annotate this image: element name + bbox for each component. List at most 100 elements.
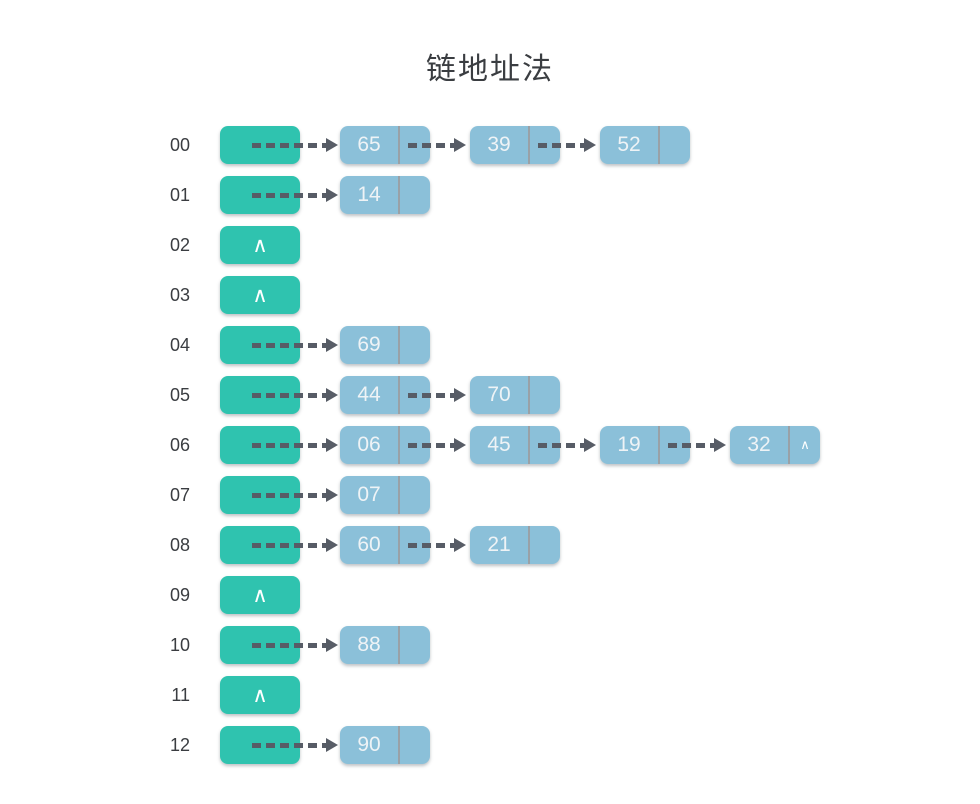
- node-value: 21: [487, 533, 511, 556]
- arrow-head-icon: [326, 738, 338, 752]
- arrow-dashed-line: [252, 142, 327, 148]
- arrow-dashed-line: [408, 542, 455, 548]
- pointer-arrow: [668, 438, 726, 452]
- bucket-index-label: 03: [169, 285, 190, 305]
- arrow-head-icon: [326, 488, 338, 502]
- arrow-dashed-line: [252, 642, 327, 648]
- arrow-dashed-line: [252, 542, 327, 548]
- arrow-head-icon: [454, 538, 466, 552]
- page-title: 链地址法: [426, 53, 554, 86]
- bucket-box: ∧: [220, 226, 300, 264]
- pointer-arrow: [538, 438, 596, 452]
- bucket-index-label: 04: [169, 335, 190, 355]
- arrow-dashed-line: [538, 142, 585, 148]
- pointer-arrow: [252, 388, 338, 402]
- list-node: 07: [340, 476, 430, 514]
- list-node: 06: [340, 426, 430, 464]
- pointer-arrow: [408, 438, 466, 452]
- arrow-dashed-line: [408, 442, 455, 448]
- bucket-index-label: 07: [169, 485, 190, 505]
- pointer-arrow: [252, 338, 338, 352]
- arrow-head-icon: [326, 338, 338, 352]
- node-value: 60: [357, 533, 381, 556]
- list-node: 32 ∧: [730, 426, 820, 464]
- list-node: 45: [470, 426, 560, 464]
- arrow-dashed-line: [252, 342, 327, 348]
- node-value: 14: [357, 183, 381, 206]
- bucket-index-label: 06: [169, 435, 190, 455]
- arrow-dashed-line: [252, 492, 327, 498]
- node-divider: [398, 176, 400, 214]
- node-value: 45: [487, 433, 511, 456]
- list-node: 70: [470, 376, 560, 414]
- pointer-arrow: [408, 538, 466, 552]
- node-value: 88: [357, 633, 381, 656]
- node-divider: [398, 476, 400, 514]
- bucket-row: 12 90: [0, 726, 980, 764]
- pointer-arrow: [252, 188, 338, 202]
- pointer-arrow: [252, 638, 338, 652]
- node-value: 69: [357, 333, 381, 356]
- node-divider: [398, 426, 400, 464]
- bucket-index-label: 08: [169, 535, 190, 555]
- bucket-row: 03 ∧: [0, 276, 980, 314]
- arrow-dashed-line: [252, 192, 327, 198]
- bucket-index-label: 01: [169, 185, 190, 205]
- node-value: 32: [747, 433, 771, 456]
- node-value: 65: [357, 133, 381, 156]
- bucket-index-label: 12: [169, 735, 190, 755]
- arrow-head-icon: [326, 638, 338, 652]
- list-node: 14: [340, 176, 430, 214]
- bucket-row: 08 60 21: [0, 526, 980, 564]
- arrow-head-icon: [454, 388, 466, 402]
- arrow-dashed-line: [252, 742, 327, 748]
- node-value: 06: [357, 433, 381, 456]
- node-value: 52: [617, 133, 641, 156]
- bucket-row: 01 14: [0, 176, 980, 214]
- bucket-index-label: 02: [169, 235, 190, 255]
- pointer-arrow: [252, 538, 338, 552]
- arrow-dashed-line: [252, 392, 327, 398]
- null-marker: ∧: [252, 683, 268, 707]
- node-divider: [528, 376, 530, 414]
- node-null-marker: ∧: [800, 437, 810, 452]
- bucket-index-label: 11: [171, 685, 190, 705]
- node-value: 70: [487, 383, 511, 406]
- arrow-head-icon: [326, 388, 338, 402]
- bucket-row: 02 ∧: [0, 226, 980, 264]
- node-divider: [528, 126, 530, 164]
- bucket-row: 04 69: [0, 326, 980, 364]
- arrow-head-icon: [454, 438, 466, 452]
- pointer-arrow: [252, 438, 338, 452]
- node-divider: [528, 426, 530, 464]
- bucket-index-label: 05: [169, 385, 190, 405]
- node-divider: [788, 426, 790, 464]
- node-divider: [398, 376, 400, 414]
- null-marker: ∧: [252, 583, 268, 607]
- list-node: 69: [340, 326, 430, 364]
- pointer-arrow: [408, 138, 466, 152]
- list-node: 90: [340, 726, 430, 764]
- pointer-arrow: [252, 138, 338, 152]
- pointer-arrow: [408, 388, 466, 402]
- node-divider: [658, 426, 660, 464]
- node-value: 90: [357, 733, 381, 756]
- arrow-head-icon: [584, 138, 596, 152]
- node-divider: [398, 326, 400, 364]
- bucket-box: ∧: [220, 276, 300, 314]
- arrow-dashed-line: [252, 442, 327, 448]
- pointer-arrow: [538, 138, 596, 152]
- arrow-head-icon: [326, 188, 338, 202]
- list-node: 52: [600, 126, 690, 164]
- node-divider: [658, 126, 660, 164]
- arrow-dashed-line: [408, 142, 455, 148]
- node-divider: [398, 526, 400, 564]
- node-value: 19: [617, 433, 641, 456]
- pointer-arrow: [252, 738, 338, 752]
- list-node: 21: [470, 526, 560, 564]
- bucket-row: 09∧: [0, 576, 980, 614]
- arrow-dashed-line: [668, 442, 715, 448]
